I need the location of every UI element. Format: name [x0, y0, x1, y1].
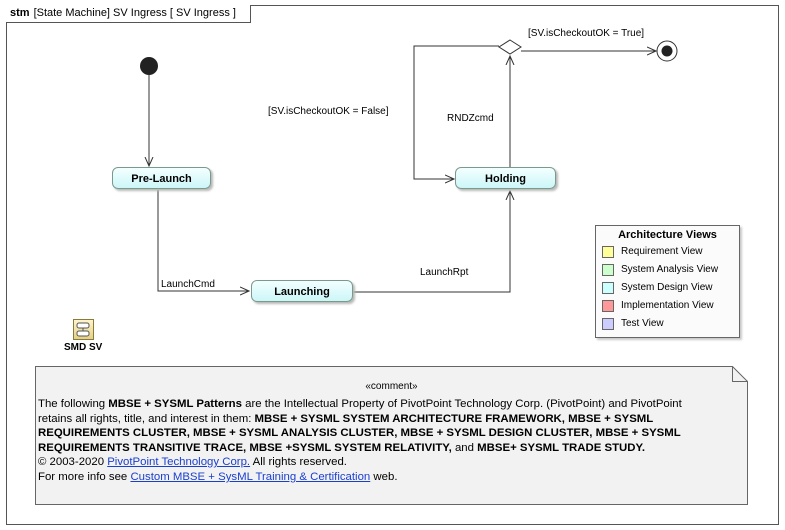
label-checkout-false: [SV.isCheckoutOK = False]	[268, 106, 389, 117]
copyright-comment: «comment» The following MBSE + SYSML Pat…	[35, 366, 748, 505]
legend-label: Requirement View	[621, 246, 703, 257]
legend-label: System Analysis View	[621, 264, 719, 275]
state-launching[interactable]: Launching	[251, 280, 353, 302]
comment-text-run: © 2003-2020	[38, 456, 108, 469]
comment-text-run: For more info see	[38, 470, 131, 483]
initial-node[interactable]	[140, 57, 158, 75]
comment-text-run: The following	[38, 398, 109, 410]
legend-swatch	[602, 264, 614, 276]
final-node-core	[661, 45, 673, 57]
architecture-views-legend: Architecture Views Requirement View Syst…	[595, 225, 740, 338]
legend-swatch	[602, 300, 614, 312]
comment-text-run: and	[451, 441, 478, 454]
legend-label: Test View	[621, 318, 664, 329]
label-rndzcmd: RNDZcmd	[447, 113, 494, 124]
training-link[interactable]: Custom MBSE + SysML Training & Certifica…	[130, 470, 371, 483]
comment-text-run: All rights reserved.	[250, 456, 347, 469]
label-checkout-true: [SV.isCheckoutOK = True]	[528, 28, 645, 39]
transition-launchcmd[interactable]	[157, 190, 249, 291]
transition-checkout-false[interactable]	[413, 45, 499, 179]
smd-sv-label[interactable]: SMD SV	[64, 342, 103, 353]
frame-title: [State Machine] SV Ingress [ SV Ingress …	[33, 7, 236, 19]
legend-label: Implementation View	[621, 300, 714, 311]
comment-text: The following MBSE + SYSML Patterns are …	[38, 397, 738, 485]
frame-header: stm[State Machine] SV Ingress [ SV Ingre…	[6, 5, 251, 23]
label-launchrpt: LaunchRpt	[420, 267, 469, 278]
comment-bold-run: MBSE + SYSML Patterns	[108, 398, 242, 410]
legend-swatch	[602, 246, 614, 258]
comment-bold-run: MBSE + SYSML SYSTEM ARCHITECTURE FRAMEWO…	[254, 412, 654, 425]
comment-text-run: are the Intellectual Property of PivotPo…	[241, 398, 682, 410]
legend-title: Architecture Views	[618, 229, 717, 241]
legend-label: System Design View	[621, 282, 713, 293]
comment-stereotype: «comment»	[365, 381, 418, 392]
comment-bold-run: REQUIREMENTS CLUSTER, MBSE + SYSML ANALY…	[38, 427, 681, 440]
state-holding[interactable]: Holding	[455, 167, 556, 189]
comment-text-run: web.	[370, 470, 398, 483]
frame-keyword: stm	[10, 7, 30, 19]
comment-bold-run: REQUIREMENTS TRANSITIVE TRACE, MBSE +SYS…	[38, 441, 452, 454]
comment-shape	[35, 366, 748, 505]
comment-bold-run: MBSE+ SYSML TRADE STUDY.	[477, 441, 645, 454]
label-launchcmd: LaunchCmd	[161, 279, 215, 290]
pivotpoint-link[interactable]: PivotPoint Technology Corp.	[107, 456, 251, 469]
choice-node[interactable]	[498, 39, 522, 55]
comment-text-run: retains all rights, title, and interest …	[38, 412, 255, 425]
smd-glyph	[76, 322, 90, 337]
legend-swatch	[602, 318, 614, 330]
legend-swatch	[602, 282, 614, 294]
transition-launchrpt[interactable]	[353, 191, 510, 293]
state-pre-launch[interactable]: Pre-Launch	[112, 167, 211, 189]
state-machine-diagram-icon[interactable]	[73, 319, 94, 340]
